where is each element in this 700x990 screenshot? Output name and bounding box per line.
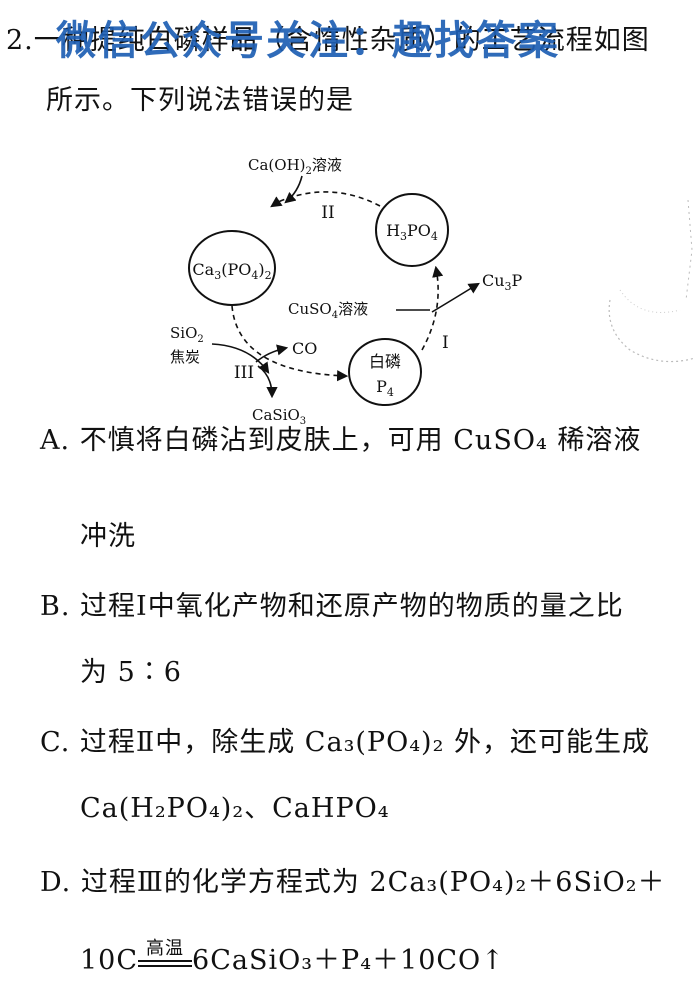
node-p4-circle (348, 338, 422, 406)
node-ca3po42-circle (188, 230, 276, 306)
option-b-text-1: 过程Ⅰ中氧化产物和还原产物的物质的量之比 (80, 591, 624, 622)
co-label: CO (292, 339, 317, 358)
question-number: 2. (6, 25, 34, 56)
casio3-label: CaSiO3 (252, 406, 306, 427)
arrow-step2 (270, 191, 381, 208)
arrow-caoh2-input (284, 175, 303, 204)
step1-label: I (442, 333, 449, 353)
option-d-text-1: 过程Ⅲ的化学方程式为 2Ca₃(PO₄)₂＋6SiO₂＋ (80, 867, 666, 898)
coke-label: 焦炭 (170, 348, 200, 366)
sio2-label: SiO2 (170, 324, 204, 345)
cuso4-solution-label: CuSO4溶液 (288, 300, 368, 321)
option-d-letter: D. (40, 867, 72, 898)
watermark-overlay: 微信公众号关注：趣找答案 (56, 18, 560, 64)
node-p4-formula: P4 (376, 377, 394, 399)
option-d-line-1: D. 过程Ⅲ的化学方程式为 2Ca₃(PO₄)₂＋6SiO₂＋ (40, 860, 666, 899)
option-a-line-2: 冲洗 (80, 521, 136, 552)
option-c-text-1: 过程Ⅱ中，除生成 Ca₃(PO₄)₂ 外，还可能生成 (79, 727, 650, 758)
reaction-condition-arrow: 高温 (138, 938, 193, 977)
caoh2-solution-label: Ca(OH)2溶液 (248, 156, 342, 177)
option-a-text-1: 不慎将白磷沾到皮肤上，可用 CuSO₄ 稀溶液 (79, 425, 642, 456)
node-ca3po42-label: Ca3(PO4)2 (192, 260, 271, 282)
option-b-line-2: 为 5∶6 (80, 657, 182, 688)
arrow-casio3-output (257, 365, 278, 399)
option-d-right-side: 6CaSiO₃＋P₄＋10CO↑ (192, 945, 505, 976)
question-stem-line-2: 所示。下列说法错误的是 (46, 85, 354, 116)
option-a-line-1: A. 不慎将白磷沾到皮肤上，可用 CuSO₄ 稀溶液 (40, 418, 641, 457)
node-h3po4-circle (375, 193, 449, 267)
option-c-line-1: C. 过程Ⅱ中，除生成 Ca₃(PO₄)₂ 外，还可能生成 (40, 720, 650, 759)
question-stem-text-1: 一种提纯白磷样品（含惰性杂质）的工艺流程如图 (33, 25, 650, 56)
question-stem-line-1: 2.一种提纯白磷样品（含惰性杂质）的工艺流程如图 (6, 18, 650, 57)
reaction-condition-label: 高温 (146, 938, 185, 959)
scan-smudge-decoration (608, 199, 696, 363)
step3-label: III (234, 363, 254, 383)
step2-label: II (321, 203, 334, 223)
node-p4-name: 白磷 (369, 352, 401, 371)
option-b-line-1: B. 过程Ⅰ中氧化产物和还原产物的物质的量之比 (40, 584, 624, 623)
option-d-line-2: 10C 高温 6CaSiO₃＋P₄＋10CO↑ (80, 938, 505, 977)
option-a-letter: A. (40, 425, 71, 456)
arrow-step1 (421, 265, 444, 351)
option-c-letter: C. (40, 727, 71, 758)
option-d-left-side: 10C (80, 945, 139, 976)
equals-sign-bar (138, 960, 193, 967)
cu3p-label: Cu3P (482, 271, 523, 293)
option-b-letter: B. (40, 591, 71, 622)
arrow-co-output (255, 344, 289, 363)
node-h3po4-label: H3PO4 (386, 221, 438, 243)
arrow-sio2-input (211, 343, 270, 374)
process-flow-diagram: Ca3(PO4)2 H3PO4 白磷 P4 II Ca(OH)2溶液 III S… (170, 156, 523, 427)
option-c-line-2: Ca(H₂PO₄)₂、CaHPO₄ (80, 793, 390, 824)
arrow-cu3p-output (431, 282, 480, 313)
